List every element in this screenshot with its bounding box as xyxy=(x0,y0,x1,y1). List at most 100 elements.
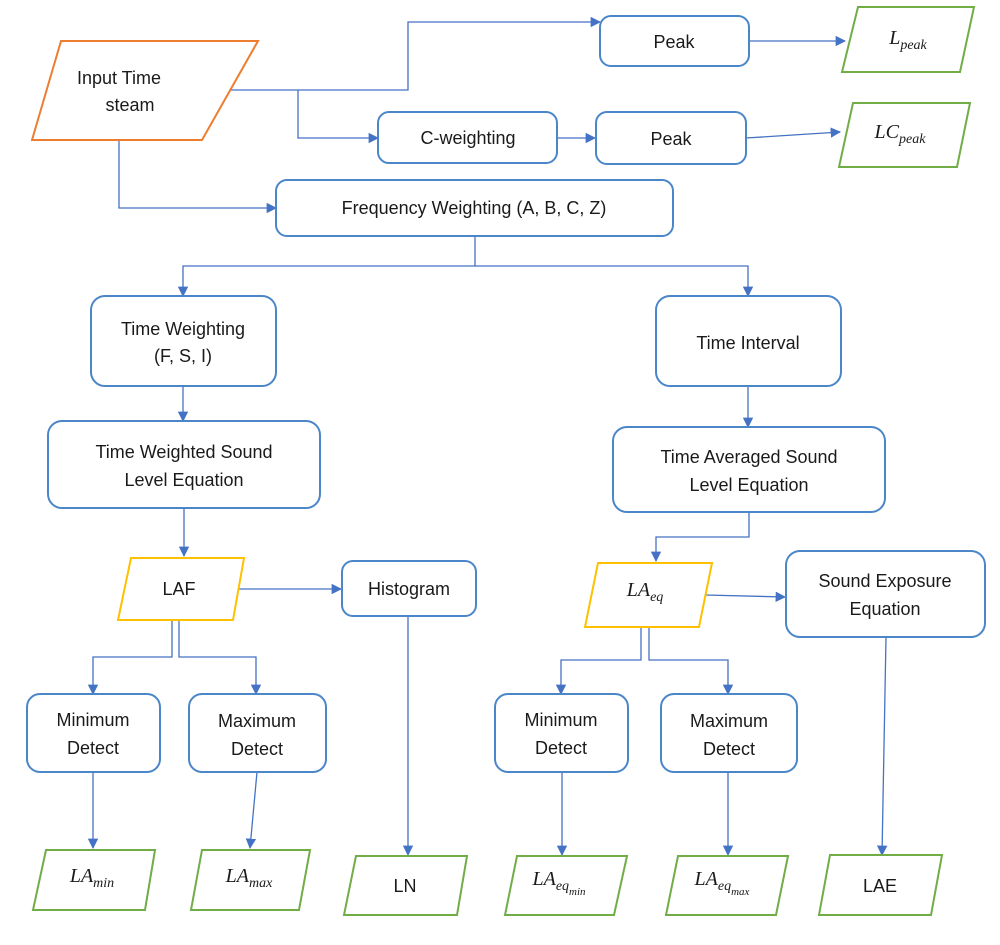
laf-node: LAF xyxy=(116,557,246,621)
time-averaged-equation-line2: Level Equation xyxy=(689,475,808,495)
la-eq-min-subsub: min xyxy=(569,886,586,898)
l-peak-label: Lpeak xyxy=(888,27,927,53)
time-averaged-equation-node: Time Averaged Sound Level Equation xyxy=(612,426,886,513)
time-interval-node: Time Interval xyxy=(655,295,842,387)
max-detect-right-shape xyxy=(660,693,798,773)
c-weighting-node: C-weighting xyxy=(377,111,558,164)
c-weighting-shape xyxy=(377,111,558,164)
ln-output: LN xyxy=(342,855,469,916)
peak-top-label: Peak xyxy=(653,32,695,52)
lc-peak-sub: peak xyxy=(898,132,926,147)
min-detect-right-shape xyxy=(494,693,629,773)
l-peak-output: Lpeak xyxy=(840,6,976,73)
input-time-stream-line2: steam xyxy=(105,95,154,115)
ln-shape xyxy=(342,855,469,916)
la-eq-min-output: LAeqmin xyxy=(503,855,629,916)
la-max-output: LAmax xyxy=(189,849,312,911)
la-eq-min-label: LAeqmin xyxy=(531,868,586,898)
la-min-output: LAmin xyxy=(31,849,157,911)
lc-peak-output: LCpeak xyxy=(837,102,972,168)
connector-sound-exposure-to-lae xyxy=(876,636,888,857)
la-max-label: LAmax xyxy=(225,865,273,891)
min-detect-left-line1: Minimum xyxy=(56,710,129,730)
peak-c-node: Peak xyxy=(595,111,747,165)
la-max-base: LA xyxy=(225,865,250,887)
max-detect-right-line1: Maximum xyxy=(690,711,768,731)
lae-shape xyxy=(817,854,944,916)
laeq-base: LA xyxy=(626,579,651,601)
la-min-label: LAmin xyxy=(69,865,114,891)
time-weighted-equation-line1: Time Weighted Sound xyxy=(95,442,272,462)
min-detect-left-shape xyxy=(26,693,161,773)
max-detect-right-line2: Detect xyxy=(703,739,755,759)
connector-equation-to-laeq xyxy=(650,512,750,563)
min-detect-left-line2: Detect xyxy=(67,738,119,758)
connector-laeq-to-sound-exposure xyxy=(704,591,787,602)
connector-frequency-to-time-interval xyxy=(475,265,754,298)
histogram-shape xyxy=(341,560,477,617)
connector-frequency-to-time-weighting xyxy=(177,236,476,298)
connector-input-to-c-weighting xyxy=(297,90,380,144)
time-interval-label: Time Interval xyxy=(696,333,799,353)
lc-peak-shape xyxy=(837,102,972,168)
input-time-stream-shape xyxy=(30,40,260,141)
input-time-stream-line1: Input Time xyxy=(77,68,161,88)
min-detect-right-node: Minimum Detect xyxy=(494,693,629,773)
laeq-node: LAeq xyxy=(583,562,714,628)
la-eq-max-label: LAeqmax xyxy=(694,868,750,898)
histogram-node: Histogram xyxy=(341,560,477,617)
la-eq-max-output: LAeqmax xyxy=(664,855,790,916)
la-eq-max-shape xyxy=(664,855,790,916)
min-detect-right-line1: Minimum xyxy=(524,710,597,730)
max-detect-left-shape xyxy=(188,693,327,773)
frequency-weighting-node: Frequency Weighting (A, B, C, Z) xyxy=(275,179,674,237)
input-time-stream-node: Input Time steam xyxy=(30,40,260,141)
max-detect-left-line2: Detect xyxy=(231,739,283,759)
la-max-shape xyxy=(189,849,312,911)
sound-exposure-shape xyxy=(785,550,986,638)
connectors xyxy=(87,16,888,857)
min-detect-left-node: Minimum Detect xyxy=(26,693,161,773)
connector-input-to-frequency-weighting xyxy=(118,140,278,214)
sound-exposure-node: Sound Exposure Equation xyxy=(785,550,986,638)
time-weighted-equation-shape xyxy=(47,420,321,509)
time-weighting-line1: Time Weighting xyxy=(121,319,245,339)
connector-laeq-to-min-detect xyxy=(555,627,642,696)
la-min-sub: min xyxy=(93,876,114,891)
la-eq-max-subsub: max xyxy=(731,886,749,898)
laeq-label: LAeq xyxy=(626,579,664,605)
l-peak-base: L xyxy=(888,27,900,49)
laf-label: LAF xyxy=(162,579,195,599)
sound-exposure-line2: Equation xyxy=(849,599,920,619)
max-detect-left-line1: Maximum xyxy=(218,711,296,731)
ln-label: LN xyxy=(393,876,416,896)
max-detect-left-node: Maximum Detect xyxy=(188,693,327,773)
laf-shape xyxy=(116,557,246,621)
time-weighted-equation-node: Time Weighted Sound Level Equation xyxy=(47,420,321,509)
la-eq-min-shape xyxy=(503,855,629,916)
time-weighted-equation-line2: Level Equation xyxy=(124,470,243,490)
peak-top-shape xyxy=(599,15,750,67)
lae-label: LAE xyxy=(863,876,897,896)
sound-exposure-line1: Sound Exposure xyxy=(818,571,951,591)
la-max-sub: max xyxy=(249,876,273,891)
laeq-sub: eq xyxy=(650,590,663,605)
time-averaged-equation-shape xyxy=(612,426,886,513)
lae-output: LAE xyxy=(817,854,944,916)
min-detect-right-line2: Detect xyxy=(535,738,587,758)
frequency-weighting-shape xyxy=(275,179,674,237)
connector-max-detect-to-lamax xyxy=(245,771,258,850)
connector-peak-to-lcpeak xyxy=(745,127,842,139)
connector-laf-to-min-detect xyxy=(87,620,173,696)
laeq-shape xyxy=(583,562,714,628)
peak-c-shape xyxy=(595,111,747,165)
la-eq-min-sub: eq xyxy=(556,879,569,894)
time-weighting-shape xyxy=(90,295,277,387)
la-eq-max-sub: eq xyxy=(718,879,731,894)
peak-top-node: Peak xyxy=(599,15,750,67)
c-weighting-label: C-weighting xyxy=(420,128,515,148)
lc-peak-base: LC xyxy=(874,121,900,143)
time-averaged-equation-line1: Time Averaged Sound xyxy=(660,447,837,467)
la-eq-min-base: LA xyxy=(531,868,556,890)
